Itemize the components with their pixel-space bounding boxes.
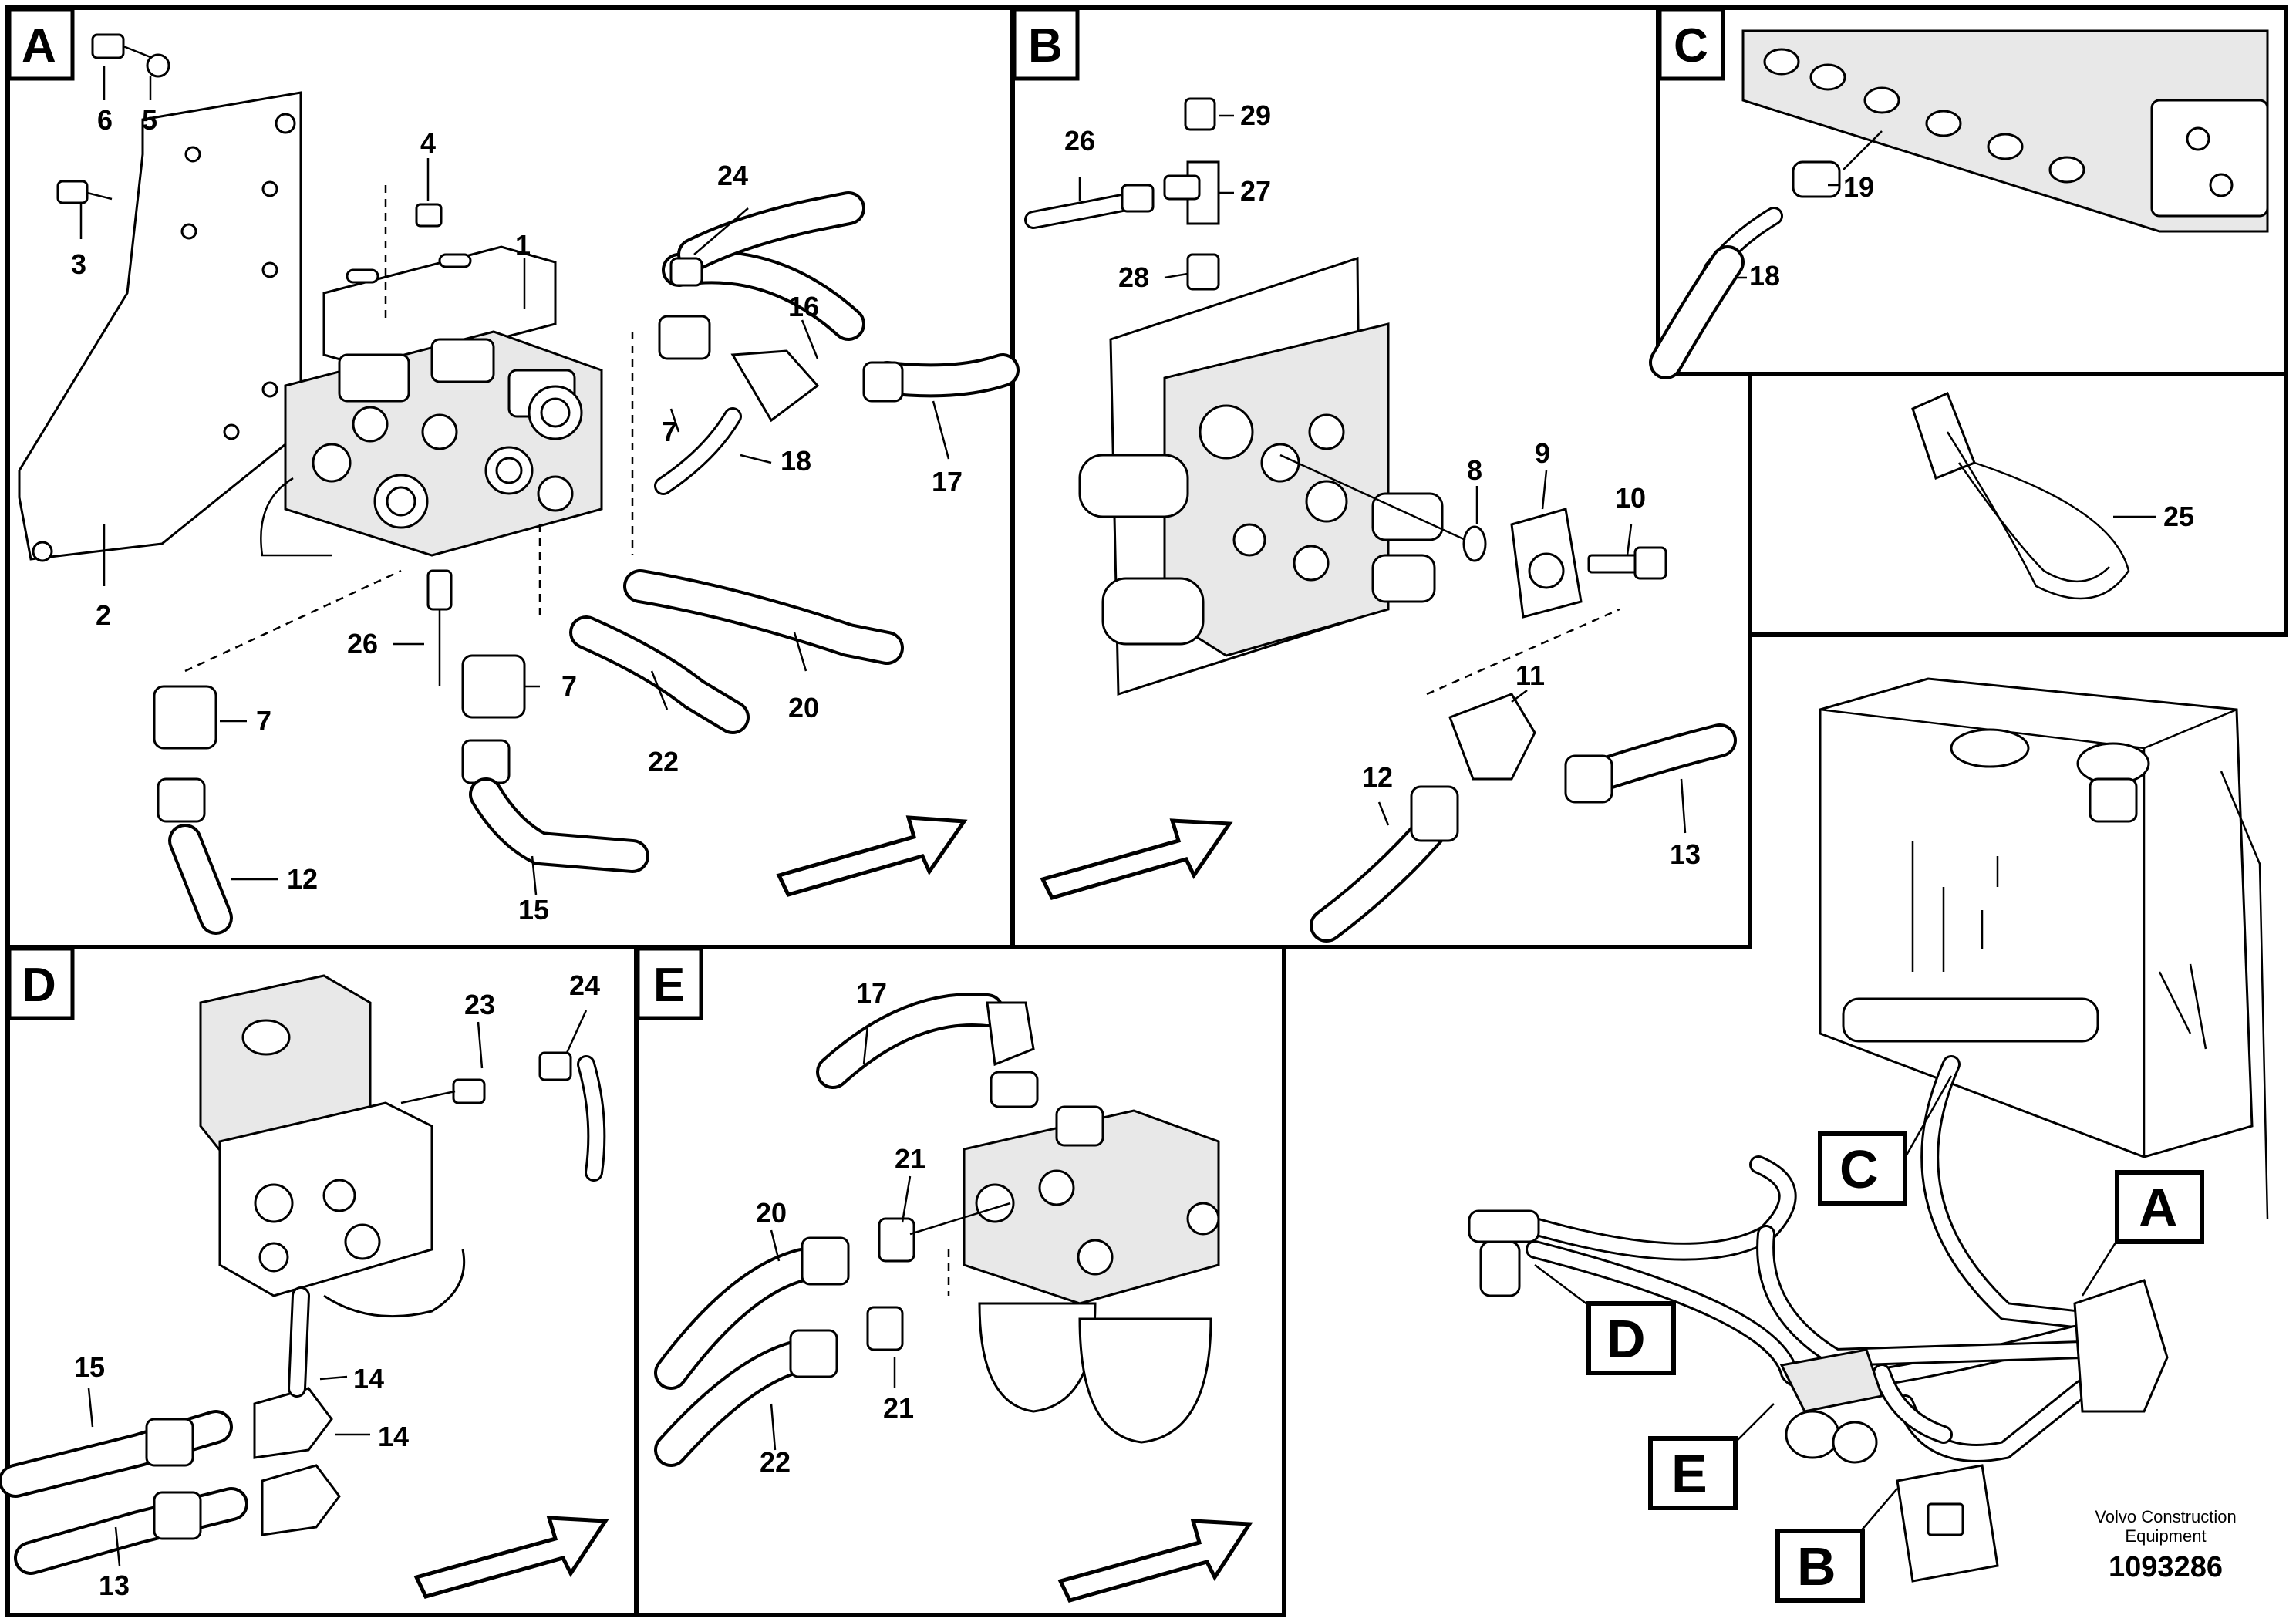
- label-e-21-lower: 21: [883, 1392, 914, 1424]
- label-d-14-lower: 14: [378, 1421, 409, 1452]
- label-a-5: 5: [142, 104, 157, 136]
- overview-callout-b: B: [1775, 1529, 1865, 1603]
- label-a-7-right: 7: [561, 670, 577, 702]
- label-a-7-upper: 7: [662, 416, 677, 447]
- label-a-22: 22: [648, 746, 679, 777]
- direction-arrow-b: [1040, 818, 1233, 900]
- panel-b-drawing: [1024, 97, 1737, 943]
- accumulator-block: [963, 1109, 1220, 1305]
- panel-c-letter-box: C: [1657, 7, 1725, 81]
- footer: Volvo Construction Equipment 1093286: [2095, 1507, 2236, 1583]
- callout-d-letter: D: [1607, 1309, 1646, 1369]
- label-a-4: 4: [420, 127, 436, 159]
- label-e-22: 22: [760, 1446, 791, 1478]
- callout-b-letter: B: [1797, 1536, 1836, 1597]
- label-a-20: 20: [788, 692, 819, 723]
- label-a-12: 12: [287, 863, 318, 895]
- label-a-15: 15: [518, 894, 549, 926]
- panel-e-letter: E: [653, 959, 685, 1012]
- label-d-24: 24: [569, 969, 600, 1001]
- panel-c-labels: 19 18: [1749, 171, 1874, 292]
- document-number: 1093286: [2109, 1551, 2223, 1583]
- label-d-23: 23: [464, 989, 495, 1020]
- panel-a-drawing: [18, 33, 1020, 935]
- label-e-17: 17: [856, 977, 887, 1009]
- label-a-24: 24: [717, 160, 748, 191]
- panel-d-labels: 23 24 14 14 15 13: [74, 969, 600, 1601]
- label-e-20: 20: [756, 1197, 787, 1229]
- label-b-26: 26: [1064, 125, 1095, 157]
- label-c-18: 18: [1749, 260, 1780, 292]
- label-a-16: 16: [788, 291, 819, 322]
- label-a-17: 17: [932, 466, 963, 497]
- panel-b-letter: B: [1028, 19, 1063, 73]
- label-a-6: 6: [97, 104, 113, 136]
- panel-e-drawing: [654, 993, 1253, 1603]
- overview-callout-d: D: [1586, 1301, 1676, 1375]
- tank-manifold: [1741, 29, 2269, 233]
- label-a-2: 2: [96, 599, 111, 631]
- label-b-9: 9: [1535, 437, 1550, 469]
- label-b-8: 8: [1467, 454, 1482, 486]
- direction-arrow-d: [413, 1516, 609, 1599]
- label-a-3: 3: [71, 248, 86, 280]
- label-a-26: 26: [347, 628, 378, 659]
- label-a-7-left: 7: [256, 705, 271, 737]
- label-b-10: 10: [1615, 482, 1646, 514]
- overview-drawing: [1468, 677, 2269, 1583]
- label-b-28: 28: [1118, 261, 1149, 293]
- panel-b-labels: 29 26 27 28 8 9 10 11 12 13: [1064, 99, 1701, 870]
- overview-callout-e: E: [1648, 1436, 1738, 1510]
- overview-callout-a: A: [2115, 1170, 2204, 1244]
- label-b-29: 29: [1240, 99, 1271, 131]
- label-a-18: 18: [781, 445, 811, 477]
- callout-c-letter: C: [1839, 1139, 1879, 1199]
- label-b-12: 12: [1362, 761, 1393, 793]
- label-a-1: 1: [515, 229, 531, 261]
- panel-b-letter-box: B: [1012, 7, 1080, 81]
- direction-arrow-e: [1057, 1519, 1253, 1603]
- panel-d-drawing: [0, 974, 609, 1599]
- overview-callout-c: C: [1818, 1131, 1907, 1206]
- label-e-21-upper: 21: [895, 1143, 925, 1175]
- panel-a-labels: 6 5 3 4 1 2 24 16 17 18 7 20 22 26 7 7 1…: [71, 104, 963, 926]
- label-b-13: 13: [1670, 838, 1701, 870]
- panel-item25-frame: [1748, 372, 2288, 637]
- panel-e-labels: 17 21 20 21 22: [756, 977, 925, 1478]
- panel-d-letter-box: D: [7, 946, 75, 1020]
- panel-a-letter-box: A: [7, 7, 75, 81]
- label-25: 25: [2163, 501, 2194, 532]
- label-c-19: 19: [1843, 171, 1874, 203]
- panel-a-letter: A: [22, 19, 56, 73]
- hydraulic-tank: [1819, 677, 2254, 1158]
- callout-a-letter: A: [2139, 1178, 2178, 1238]
- label-d-15: 15: [74, 1351, 105, 1383]
- label-b-27: 27: [1240, 175, 1271, 207]
- direction-arrow-a: [776, 815, 968, 897]
- label-d-13: 13: [99, 1570, 130, 1601]
- panel-d-letter: D: [22, 959, 56, 1012]
- brand-line-2: Equipment: [2125, 1526, 2206, 1546]
- panel-c-letter: C: [1674, 19, 1708, 73]
- panel-e-frame: [634, 945, 1286, 1617]
- panel-c-drawing: [1649, 29, 2269, 379]
- brand-line-1: Volvo Construction: [2095, 1507, 2236, 1526]
- panel-e-letter-box: E: [636, 946, 703, 1020]
- label-b-11: 11: [1515, 659, 1545, 691]
- label-d-14-upper: 14: [353, 1363, 384, 1394]
- strap-drawing: [1911, 391, 2156, 600]
- mounting-plate: [18, 91, 302, 561]
- callout-e-letter: E: [1671, 1444, 1708, 1504]
